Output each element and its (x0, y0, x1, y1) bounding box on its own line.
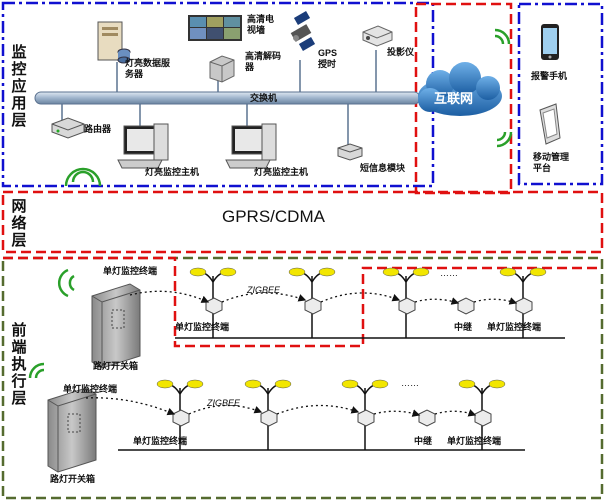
monitoring-host-1-icon (117, 123, 169, 169)
wireless-signal-icon (58, 268, 75, 298)
cabinet-icon (91, 283, 141, 369)
frontend-row-2 (28, 362, 525, 473)
phone-label: 报警手机 (531, 71, 568, 81)
wireless-signal-icon (28, 362, 45, 379)
row2-lamp-terminal-a-label: 单灯监控终端 (133, 436, 188, 446)
gps-satellite-icon (290, 11, 316, 51)
coverage-zone-border (3, 256, 602, 348)
server-label: 灯亮数据服务器 (125, 58, 171, 79)
router-label: 路由器 (84, 124, 112, 134)
lamp-head-icon (189, 267, 547, 277)
mobile-platform-label: 移动管理平台 (533, 152, 570, 173)
layer-label-network: 网络层 (11, 198, 27, 249)
tv-wall-icon (188, 15, 242, 41)
layer-label-frontend: 前端执行层 (11, 322, 27, 407)
terminal-box-icon (172, 409, 492, 427)
host-1-label: 灯亮监控主机 (145, 167, 200, 177)
bus-connectors (61, 50, 377, 145)
row1-relay-label: 中继 (454, 322, 473, 332)
monitoring-host-2-icon (225, 123, 277, 169)
row1-ellipsis: …… (440, 268, 458, 278)
tv-wall-label: 高清电视墙 (247, 14, 275, 35)
router-icon (51, 117, 85, 139)
decoder-label: 高清解码器 (245, 51, 282, 72)
row2-relay-label: 中继 (414, 436, 433, 446)
gps-label: GPS授时 (318, 48, 338, 69)
phone-icon (541, 24, 559, 60)
cabinet-icon (47, 387, 97, 473)
frontend-row-1 (58, 267, 565, 369)
row2-lamp-terminal-b-label: 单灯监控终端 (447, 436, 502, 446)
row1-zigbee-label: ZIGBEE (247, 285, 281, 295)
row1-cabinet-label: 路灯开关箱 (93, 361, 139, 371)
sms-module-icon (337, 143, 363, 161)
decoder-icon (209, 55, 235, 83)
host-2-label: 灯亮监控主机 (254, 167, 309, 177)
row2-zigbee-label: ZIGBEE (207, 398, 241, 408)
mobile-platform-icon (539, 103, 561, 145)
zigbee-link (129, 290, 518, 305)
row2-ellipsis: …… (401, 378, 419, 388)
frontend-layer-border (1, 256, 604, 500)
network-protocol-label: GPRS/CDMA (222, 207, 325, 226)
sms-module-label: 短信息模块 (360, 163, 406, 173)
wireless-signal-icon (64, 167, 102, 187)
row2-cabinet-terminal-label: 单灯监控终端 (63, 384, 118, 394)
row1-cabinet-terminal-label: 单灯监控终端 (103, 266, 158, 276)
projector-icon (362, 25, 393, 47)
lamp-head-icon (156, 379, 506, 389)
row1-lamp-terminal-b-label: 单灯监控终端 (487, 322, 542, 332)
wireless-signal-icon (496, 131, 513, 148)
internet-cloud-icon (418, 62, 502, 116)
zigbee-link (85, 397, 477, 417)
switch-label: 交换机 (250, 93, 278, 103)
switch-bus (34, 91, 421, 105)
monitor-layer-border (1, 1, 435, 188)
row1-lamp-terminal-a-label: 单灯监控终端 (175, 322, 230, 332)
internet-label: 互联网 (434, 91, 474, 106)
wireless-signal-icon (494, 28, 511, 45)
server-icon (97, 21, 131, 64)
row2-cabinet-label: 路灯开关箱 (50, 474, 96, 484)
mobile-zone-border (517, 2, 604, 186)
projector-label: 投影仪 (387, 47, 415, 57)
terminal-box-icon (205, 297, 533, 315)
layer-label-monitor: 监控应用层 (11, 44, 27, 129)
